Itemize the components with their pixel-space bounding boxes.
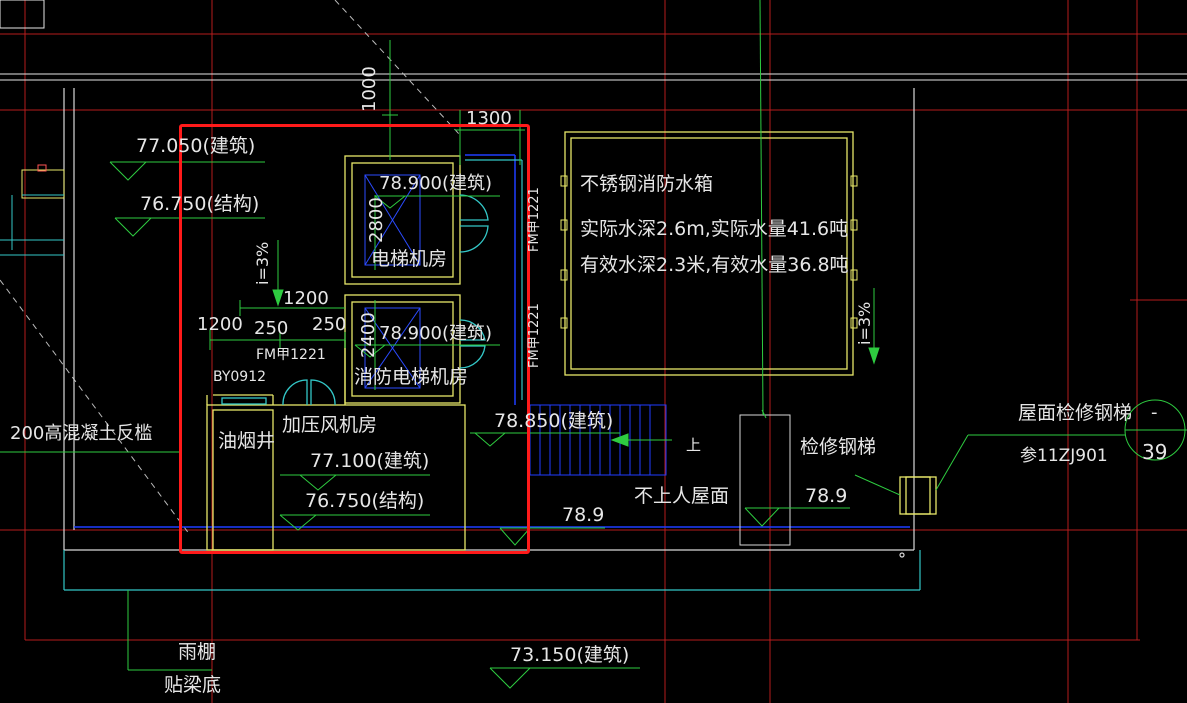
- diagonal-ref-line: [334, 0, 461, 136]
- dim-1000: 1000: [359, 66, 380, 112]
- tank-side-tabs: [560, 175, 858, 329]
- tank-title: 不锈钢消防水箱: [580, 173, 714, 195]
- dim-1200-left: 1200: [197, 314, 243, 335]
- smoke-shaft-label: 油烟井: [218, 430, 276, 452]
- top-edge-lines: [0, 73, 1187, 81]
- elev-fire-elevator-room: 78.900(建筑): [379, 323, 493, 344]
- dim-2800: 2800: [366, 197, 387, 243]
- slope-label-right: i=3%: [855, 301, 874, 345]
- beam-bottom-label: 贴梁底: [164, 674, 222, 696]
- dim-2400: 2400: [358, 312, 379, 358]
- parapet-outline: [63, 159, 921, 591]
- elev-left-arch: 77.050(建筑): [136, 135, 256, 157]
- door-tag-by: BY0912: [213, 369, 267, 385]
- door-tag-right-1: FM甲1221: [527, 187, 542, 252]
- elev-bottom: 73.150(建筑): [510, 644, 630, 666]
- dimension-lines: [127, 0, 1187, 671]
- curb-note: 200高混凝土反槛: [10, 423, 153, 444]
- stair-arrow: [610, 433, 672, 447]
- dim-1300: 1300: [466, 108, 512, 129]
- canopy-label: 雨棚: [178, 641, 217, 663]
- dim-250-a: 250: [254, 318, 289, 339]
- no-access-roof-label: 不上人屋面: [634, 485, 730, 507]
- tank-line-1: 实际水深2.6m,实际水量41.6吨: [580, 218, 849, 240]
- stair-up-label: 上: [686, 436, 702, 454]
- left-edge-feature: [0, 164, 65, 256]
- roof-ladder-label: 屋面检修钢梯: [1018, 402, 1133, 424]
- corner-mark: [0, 0, 45, 29]
- diagonal-ref-line-2: [0, 279, 191, 536]
- ladder-well: [739, 414, 791, 546]
- slope-label-left: i=3%: [253, 241, 272, 285]
- pressurized-fan-room-label: 加压风机房: [282, 414, 378, 436]
- ref-number: 39: [1142, 440, 1168, 464]
- elev-left-struct: 76.750(结构): [140, 193, 260, 215]
- elev-elevator-room: 78.900(建筑): [379, 173, 493, 194]
- elev-stair: 78.850(建筑): [494, 410, 614, 432]
- elev-fan-room-struct: 76.750(结构): [305, 490, 425, 512]
- room-walls: [206, 131, 937, 551]
- maint-ladder-label: 检修钢梯: [800, 436, 877, 458]
- elevation-markers: [0, 161, 850, 689]
- selection-highlight-box: [179, 124, 530, 554]
- dim-1200-top: 1200: [283, 288, 329, 309]
- roof-outline: [63, 88, 915, 558]
- elev-fan-room-arch: 77.100(建筑): [310, 450, 430, 472]
- door-tag-right-2: FM甲1221: [527, 303, 542, 368]
- tank-line-2: 有效水深2.3米,有效水量36.8吨: [580, 254, 849, 276]
- door-tag-fm: FM甲1221: [256, 347, 326, 363]
- fire-elevator-room-label: 消防电梯机房: [354, 366, 469, 388]
- ref-dash: -: [1151, 402, 1158, 423]
- elev-roof-b: 78.9: [805, 485, 848, 507]
- door-swings: [221, 194, 489, 406]
- ref-atlas: 参11ZJ901: [1020, 446, 1108, 466]
- dim-250-b: 250: [312, 314, 347, 335]
- slope-arrows: [272, 240, 880, 365]
- shaft-cross-marks: [364, 174, 421, 389]
- elev-roof-a: 78.9: [562, 504, 605, 526]
- elevator-room-label: 电梯机房: [371, 248, 448, 270]
